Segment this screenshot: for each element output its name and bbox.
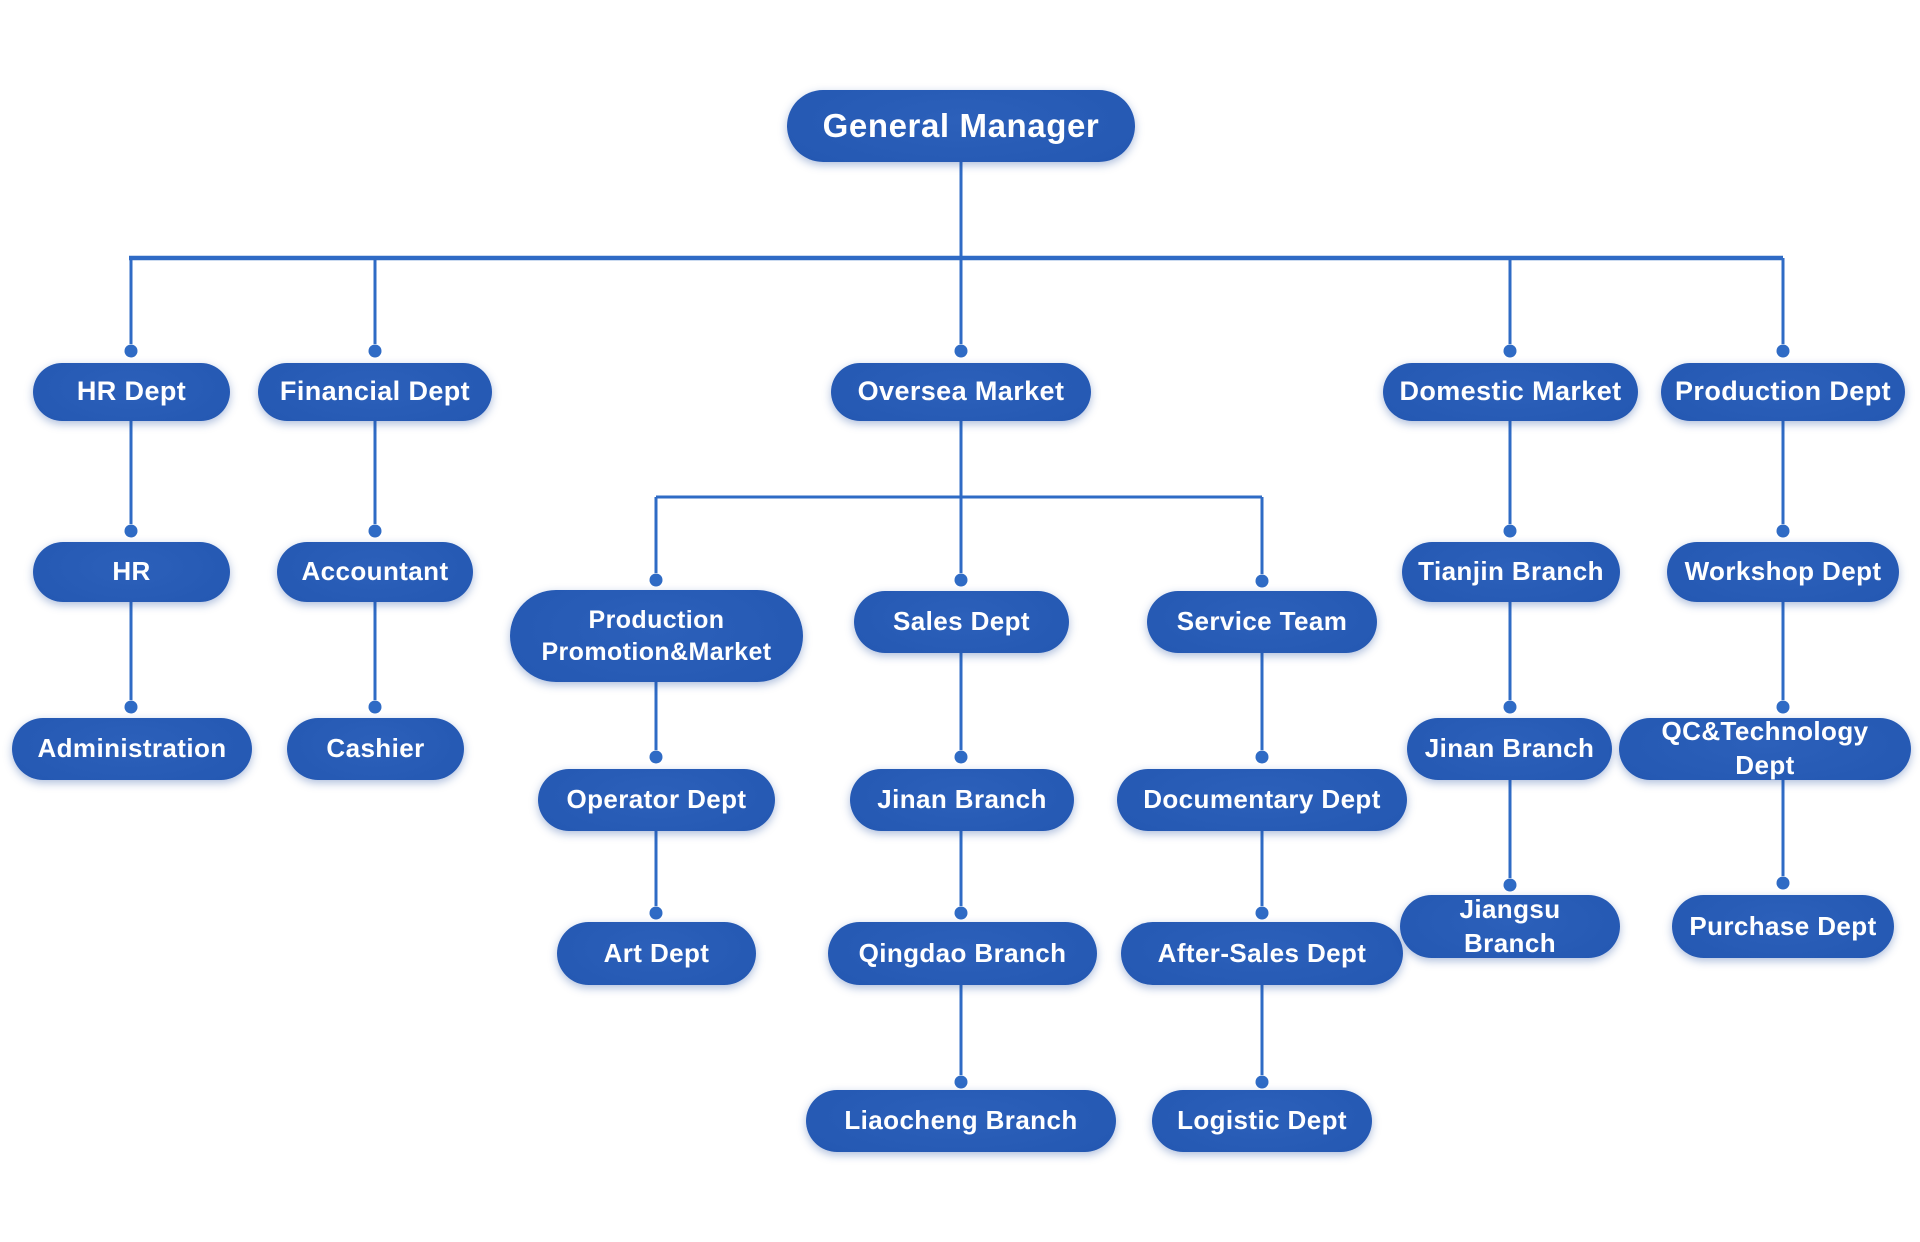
node-label: Financial Dept xyxy=(279,376,471,407)
node-label: Qingdao Branch xyxy=(858,937,1067,968)
node-label: Production Promotion&Market xyxy=(541,605,772,667)
node-label: Production Dept xyxy=(1675,376,1891,407)
node-label: Service Team xyxy=(1176,606,1348,637)
node-label: Domestic Market xyxy=(1399,376,1622,407)
node-jinan-branch-oversea: Jinan Branch xyxy=(850,769,1074,831)
node-label: Logistic Dept xyxy=(1177,1105,1347,1136)
node-jinan-branch-domestic: Jinan Branch xyxy=(1407,718,1612,780)
node-oversea-market: Oversea Market xyxy=(831,363,1091,421)
node-label: Cashier xyxy=(326,733,425,764)
node-label: Administration xyxy=(37,733,227,764)
node-production-promotion-market: Production Promotion&Market xyxy=(510,590,803,682)
node-label: Sales Dept xyxy=(893,606,1030,637)
node-workshop-dept: Workshop Dept xyxy=(1667,542,1899,602)
node-service-team: Service Team xyxy=(1147,591,1377,653)
node-label: Accountant xyxy=(301,556,449,587)
node-label: Art Dept xyxy=(603,937,710,968)
node-production-dept: Production Dept xyxy=(1661,363,1905,421)
node-label: Tianjin Branch xyxy=(1418,556,1604,587)
node-tianjin-branch: Tianjin Branch xyxy=(1402,542,1620,602)
node-label: After-Sales Dept xyxy=(1157,937,1367,968)
node-label: HR Dept xyxy=(76,376,187,407)
node-label: Liaocheng Branch xyxy=(844,1105,1078,1136)
node-hr-dept: HR Dept xyxy=(33,363,230,421)
node-documentary-dept: Documentary Dept xyxy=(1117,769,1407,831)
node-administration: Administration xyxy=(12,718,252,780)
node-after-sales-dept: After-Sales Dept xyxy=(1121,922,1403,985)
node-label: Jiangsu Branch xyxy=(1459,893,1561,958)
node-operator-dept: Operator Dept xyxy=(538,769,775,831)
node-jiangsu-branch: Jiangsu Branch xyxy=(1400,893,1620,958)
node-label: Workshop Dept xyxy=(1684,556,1882,587)
node-hr: HR xyxy=(33,542,230,602)
node-label: Purchase Dept xyxy=(1689,910,1877,941)
node-general-manager: General Manager xyxy=(787,90,1135,162)
node-qc-technology-dept: QC&Technology Dept xyxy=(1619,716,1911,780)
node-accountant: Accountant xyxy=(277,542,473,602)
node-label: Jinan Branch xyxy=(877,784,1047,815)
node-label: Operator Dept xyxy=(566,784,747,815)
node-sales-dept: Sales Dept xyxy=(854,591,1069,653)
node-label: General Manager xyxy=(822,106,1100,144)
node-label: Documentary Dept xyxy=(1143,784,1381,815)
node-purchase-dept: Purchase Dept xyxy=(1672,895,1894,958)
node-domestic-market: Domestic Market xyxy=(1383,363,1638,421)
node-qingdao-branch: Qingdao Branch xyxy=(828,922,1097,985)
node-art-dept: Art Dept xyxy=(557,922,756,985)
node-label: QC&Technology Dept xyxy=(1661,716,1869,780)
node-cashier: Cashier xyxy=(287,718,464,780)
node-liaocheng-branch: Liaocheng Branch xyxy=(806,1090,1116,1152)
node-logistic-dept: Logistic Dept xyxy=(1152,1090,1372,1152)
node-financial-dept: Financial Dept xyxy=(258,363,492,421)
node-label: HR xyxy=(112,556,151,587)
node-label: Jinan Branch xyxy=(1424,733,1595,764)
node-label: Oversea Market xyxy=(857,376,1065,407)
